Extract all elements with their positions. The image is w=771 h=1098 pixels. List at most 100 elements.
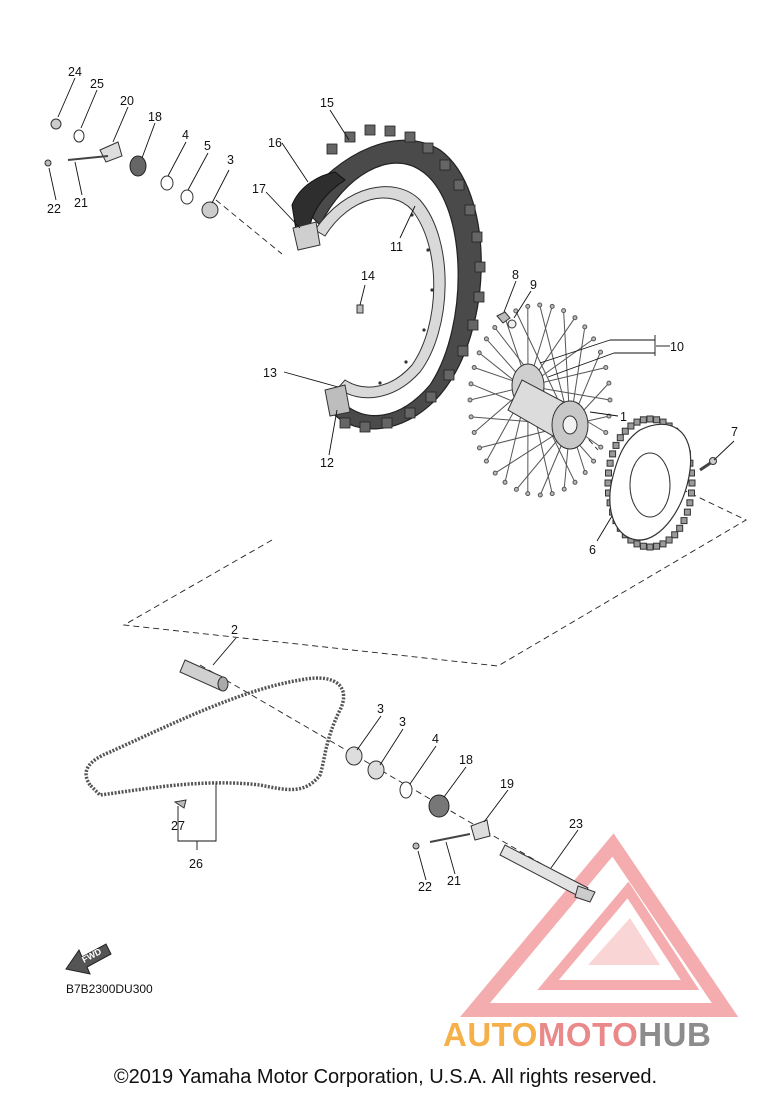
callout-14: 14 <box>361 269 375 283</box>
spoke-nipple-end <box>492 325 498 330</box>
watermark-part-2: MOTO <box>537 1016 639 1053</box>
sprocket-tooth <box>646 543 654 551</box>
callouts: 1 2 3 3 3 4 4 5 6 7 8 9 10 11 12 13 14 1… <box>47 65 738 894</box>
sprocket-tooth <box>605 469 612 477</box>
spoke-nipple-end <box>591 458 597 464</box>
callout-5: 5 <box>204 139 211 153</box>
callout-13: 13 <box>263 366 277 380</box>
sprocket-tooth <box>627 422 635 430</box>
sprocket-tooth <box>665 536 673 544</box>
sprocket-tooth <box>688 489 695 497</box>
callout-24: 24 <box>68 65 82 79</box>
sprocket-tooth <box>671 531 679 539</box>
sprocket-tooth <box>659 540 667 548</box>
watermark-part-3: HUB <box>638 1016 712 1053</box>
sprocket-tooth <box>633 418 641 426</box>
callout-6: 6 <box>589 543 596 557</box>
drawing-code: B7B2300DU300 <box>66 982 153 996</box>
spoke-nipple-end <box>603 430 609 435</box>
sprocket-tooth <box>639 542 647 550</box>
sprocket-tooth <box>612 441 620 449</box>
callout-25: 25 <box>90 77 104 91</box>
callout-27: 27 <box>171 819 185 833</box>
callout-4: 4 <box>182 128 189 142</box>
spoke-nipple-end <box>549 491 555 497</box>
sprocket-tooth <box>639 416 647 424</box>
hub-and-spokes <box>467 302 613 498</box>
callout-21: 21 <box>74 196 88 210</box>
nut <box>496 311 511 324</box>
callout-18: 18 <box>148 110 162 124</box>
tube <box>291 171 346 231</box>
callout-16: 16 <box>268 136 282 150</box>
spoke-nipple-end <box>513 486 519 492</box>
callout-1: 1 <box>620 410 627 424</box>
spoke-nipple-end <box>572 315 578 321</box>
callout-9: 9 <box>530 278 537 292</box>
callout-19: 19 <box>500 777 514 791</box>
callout-17: 17 <box>252 182 266 196</box>
spoke-nipple-end <box>467 397 473 403</box>
callout-3: 3 <box>227 153 234 167</box>
leader-lines <box>48 77 735 881</box>
spoke-nipple-end <box>603 365 609 370</box>
collar <box>179 659 229 692</box>
callout-12: 12 <box>320 456 334 470</box>
sprocket-tooth <box>680 517 688 525</box>
spoke-nipple-end <box>561 308 567 314</box>
spoke-nipple-end <box>607 397 613 403</box>
sprocket-tooth <box>646 415 654 423</box>
spoke-nipple-end <box>606 380 612 386</box>
sprocket-tooth <box>633 540 641 548</box>
sprocket-tooth <box>688 479 696 487</box>
spoke-nipple <box>356 304 364 314</box>
callout-3: 3 <box>377 702 384 716</box>
callout-8: 8 <box>512 268 519 282</box>
lower-axle-parts <box>345 746 596 903</box>
spoke-nipple-end <box>483 458 489 464</box>
spoke-nipple-end <box>476 350 482 356</box>
watermark-text: AUTOMOTOHUB <box>443 1016 711 1054</box>
callout-23: 23 <box>569 817 583 831</box>
spoke-nipple-end <box>561 486 567 492</box>
spoke-nipple-end <box>582 470 588 475</box>
callout-26: 26 <box>189 857 203 871</box>
spoke-nipple-end <box>549 303 555 309</box>
rim-band <box>292 221 321 251</box>
washer <box>507 319 517 329</box>
spoke-nipple-end <box>468 414 474 420</box>
callout-2: 2 <box>231 623 238 637</box>
spoke-nipple-end <box>591 336 597 342</box>
callout-7: 7 <box>731 425 738 439</box>
spoke-nipple-end <box>502 479 508 485</box>
sprocket-tooth <box>604 479 612 487</box>
sprocket-tooth <box>676 524 684 532</box>
spoke-nipple-end <box>468 381 474 387</box>
spoke-nipple-end <box>537 302 543 308</box>
spoke-nipple-end <box>483 336 489 342</box>
callout-11: 11 <box>390 240 403 254</box>
spoke-nipple-end <box>537 492 543 498</box>
spoke-nipple-end <box>582 324 588 330</box>
callout-15: 15 <box>320 96 334 110</box>
sprocket-tooth <box>653 416 661 424</box>
sprocket-tooth <box>653 542 661 550</box>
callout-4: 4 <box>432 732 439 746</box>
copyright-notice: ©2019 Yamaha Motor Corporation, U.S.A. A… <box>113 1066 658 1088</box>
spoke-nipple-end <box>525 303 531 309</box>
spoke-nipple-end <box>492 470 498 476</box>
sprocket-tooth <box>686 499 694 507</box>
spoke-nipple-end <box>471 365 477 370</box>
rim <box>314 186 446 399</box>
rim-lock <box>324 384 351 417</box>
sprocket-tooth <box>606 459 614 467</box>
chain-joint <box>173 799 187 809</box>
sprocket-tooth <box>683 508 691 516</box>
sprocket-tooth <box>621 427 629 435</box>
fwd-arrow: FWD <box>65 943 112 975</box>
callout-3: 3 <box>399 715 406 729</box>
sprocket <box>604 415 696 551</box>
callout-20: 20 <box>120 94 134 108</box>
watermark-part-1: AUTO <box>443 1016 538 1053</box>
